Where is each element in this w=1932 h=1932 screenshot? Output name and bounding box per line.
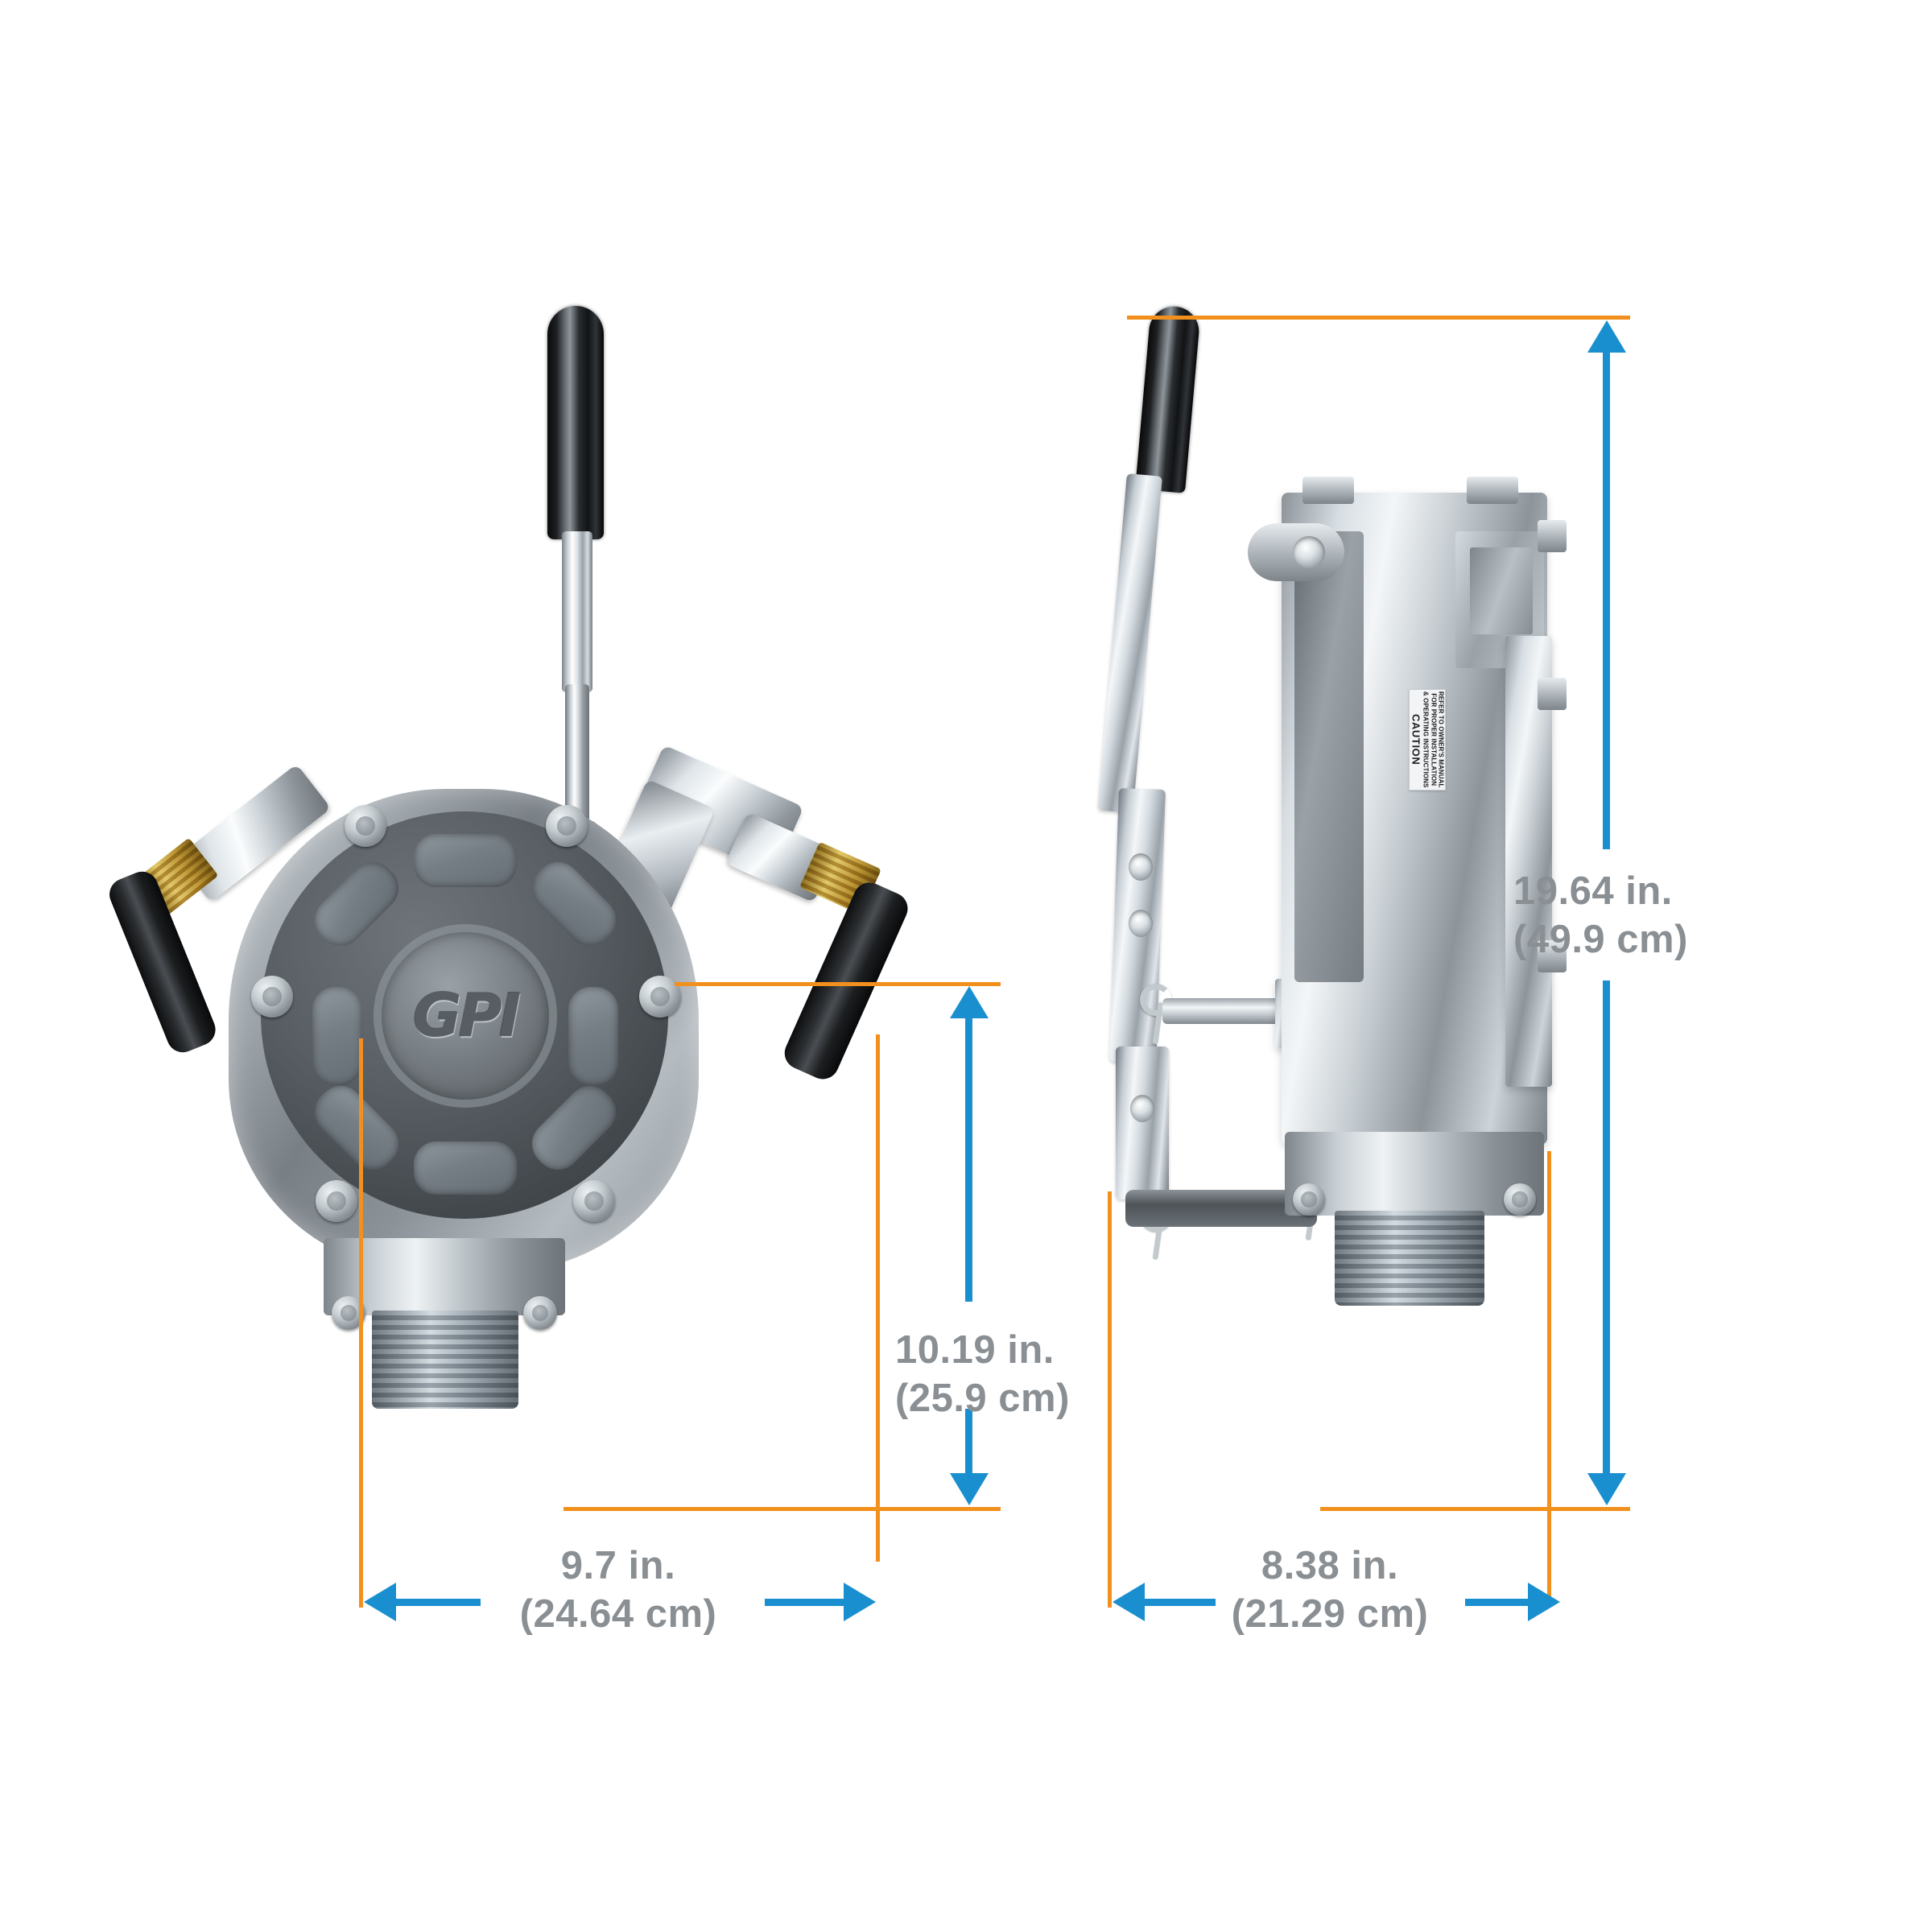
dimension-front-height-imperial: 10.19 in. <box>895 1328 1055 1372</box>
threaded-bung <box>372 1311 518 1409</box>
dimension-line-side-width-right <box>1465 1599 1530 1606</box>
extension-line-front-inner-vertical <box>876 1034 880 1562</box>
body-pocket <box>568 987 618 1085</box>
dimension-arrowhead-up <box>950 986 989 1018</box>
dimension-line-front-width-right <box>765 1599 845 1606</box>
dimension-line-side-height-lower <box>1603 980 1610 1473</box>
housing-bolt <box>639 976 681 1018</box>
housing-top-lug <box>1302 477 1354 504</box>
dimension-side-width-imperial: 8.38 in. <box>1261 1544 1399 1587</box>
handle-grip-icon <box>1135 304 1201 493</box>
mounting-ear-hole <box>1293 536 1325 568</box>
dimension-arrowhead-up <box>1587 320 1626 353</box>
housing-bolt <box>573 1180 615 1222</box>
extension-line-side-left-vertical <box>1108 1191 1112 1608</box>
extension-line-side-inner-vertical <box>1547 1151 1551 1606</box>
extension-line-front-bottom <box>564 1507 1001 1511</box>
handle-grip-icon <box>547 306 604 539</box>
housing-side-bolt <box>1538 678 1567 710</box>
dimension-line-side-height-upper <box>1603 350 1610 849</box>
body-pocket <box>414 834 517 887</box>
lever-arm <box>1097 473 1162 814</box>
dimension-arrowhead-left <box>364 1583 396 1621</box>
housing-bolt <box>251 976 293 1018</box>
crank-shaft <box>1162 998 1286 1024</box>
base-collar <box>1285 1132 1544 1216</box>
lever-adjust-hole <box>1129 853 1153 881</box>
dimension-arrowhead-down <box>1587 1473 1626 1505</box>
dimension-line-front-height-lower <box>965 1409 972 1473</box>
dimension-label-front-width: 9.7 in. (24.64 cm) <box>520 1542 717 1639</box>
pump-housing-shadow-panel <box>1294 531 1364 982</box>
side-view-product-image: REFER TO OWNER'S MANUAL FOR PROPER INSTA… <box>1097 290 1634 1521</box>
housing-side-bolt <box>1538 520 1567 552</box>
collar-bolt <box>1504 1183 1536 1216</box>
housing-bolt <box>546 805 588 847</box>
caution-title: CAUTION <box>1410 714 1422 766</box>
dimension-front-width-imperial: 9.7 in. <box>560 1544 676 1587</box>
r-clip-pin-icon <box>1140 984 1172 1016</box>
caution-line-2: FOR PROPER INSTALLATION <box>1430 693 1438 786</box>
extension-line-front-top <box>675 982 1001 986</box>
caution-line-3: & OPERATING INSTRUCTIONS <box>1422 691 1430 788</box>
dimension-side-width-metric: (21.29 cm) <box>1231 1591 1429 1636</box>
housing-side-bolt <box>1538 940 1567 972</box>
housing-top-lug <box>1467 477 1518 504</box>
dimension-line-front-width-left <box>396 1599 481 1606</box>
housing-recess-inner <box>1470 547 1533 634</box>
threaded-bung <box>1335 1211 1484 1306</box>
caution-label: REFER TO OWNER'S MANUAL FOR PROPER INSTA… <box>1409 689 1446 791</box>
collar-bolt <box>1293 1183 1325 1216</box>
caution-label-text: REFER TO OWNER'S MANUAL FOR PROPER INSTA… <box>1410 691 1444 788</box>
front-view-product-image: GPI <box>105 290 913 1521</box>
dimension-front-height-metric: (25.9 cm) <box>895 1376 1070 1420</box>
dimension-side-height-imperial: 19.64 in. <box>1513 869 1673 913</box>
dimension-arrowhead-right <box>1528 1583 1560 1621</box>
dimension-arrowhead-down <box>950 1473 989 1505</box>
lever-adjust-hole <box>1130 1095 1154 1122</box>
caution-line-1: REFER TO OWNER'S MANUAL <box>1437 691 1445 788</box>
base-collar <box>324 1238 565 1315</box>
lever-adjust-hole <box>1129 910 1153 937</box>
dimension-label-side-height: 19.64 in. (49.9 cm) <box>1513 868 1688 964</box>
housing-right-flange <box>1505 636 1552 1087</box>
extension-line-front-left-vertical <box>359 1038 363 1608</box>
dimension-line-side-width-left <box>1145 1599 1216 1606</box>
lever-arm-bracket <box>1116 1046 1169 1199</box>
extension-line-side-top <box>1127 316 1630 320</box>
lever-arm <box>562 531 592 692</box>
body-pocket <box>414 1141 517 1195</box>
dimension-line-front-height-upper <box>965 1016 972 1302</box>
housing-bolt <box>316 1180 357 1222</box>
body-pocket <box>312 987 362 1085</box>
inlet-hose <box>105 866 221 1058</box>
gpi-logo: GPI <box>412 981 522 1051</box>
pump-body-hub: GPI <box>382 932 549 1100</box>
dimension-side-height-metric: (49.9 cm) <box>1513 917 1688 961</box>
dimension-label-front-height: 10.19 in. (25.9 cm) <box>895 1327 1070 1423</box>
housing-bolt <box>345 805 386 847</box>
collar-bolt <box>523 1296 557 1330</box>
dimension-front-width-metric: (24.64 cm) <box>519 1591 717 1636</box>
dimension-arrowhead-right <box>844 1583 876 1621</box>
dimension-arrowhead-left <box>1113 1583 1145 1621</box>
extension-line-side-bottom <box>1320 1507 1630 1511</box>
dimension-label-side-width: 8.38 in. (21.29 cm) <box>1232 1542 1429 1639</box>
